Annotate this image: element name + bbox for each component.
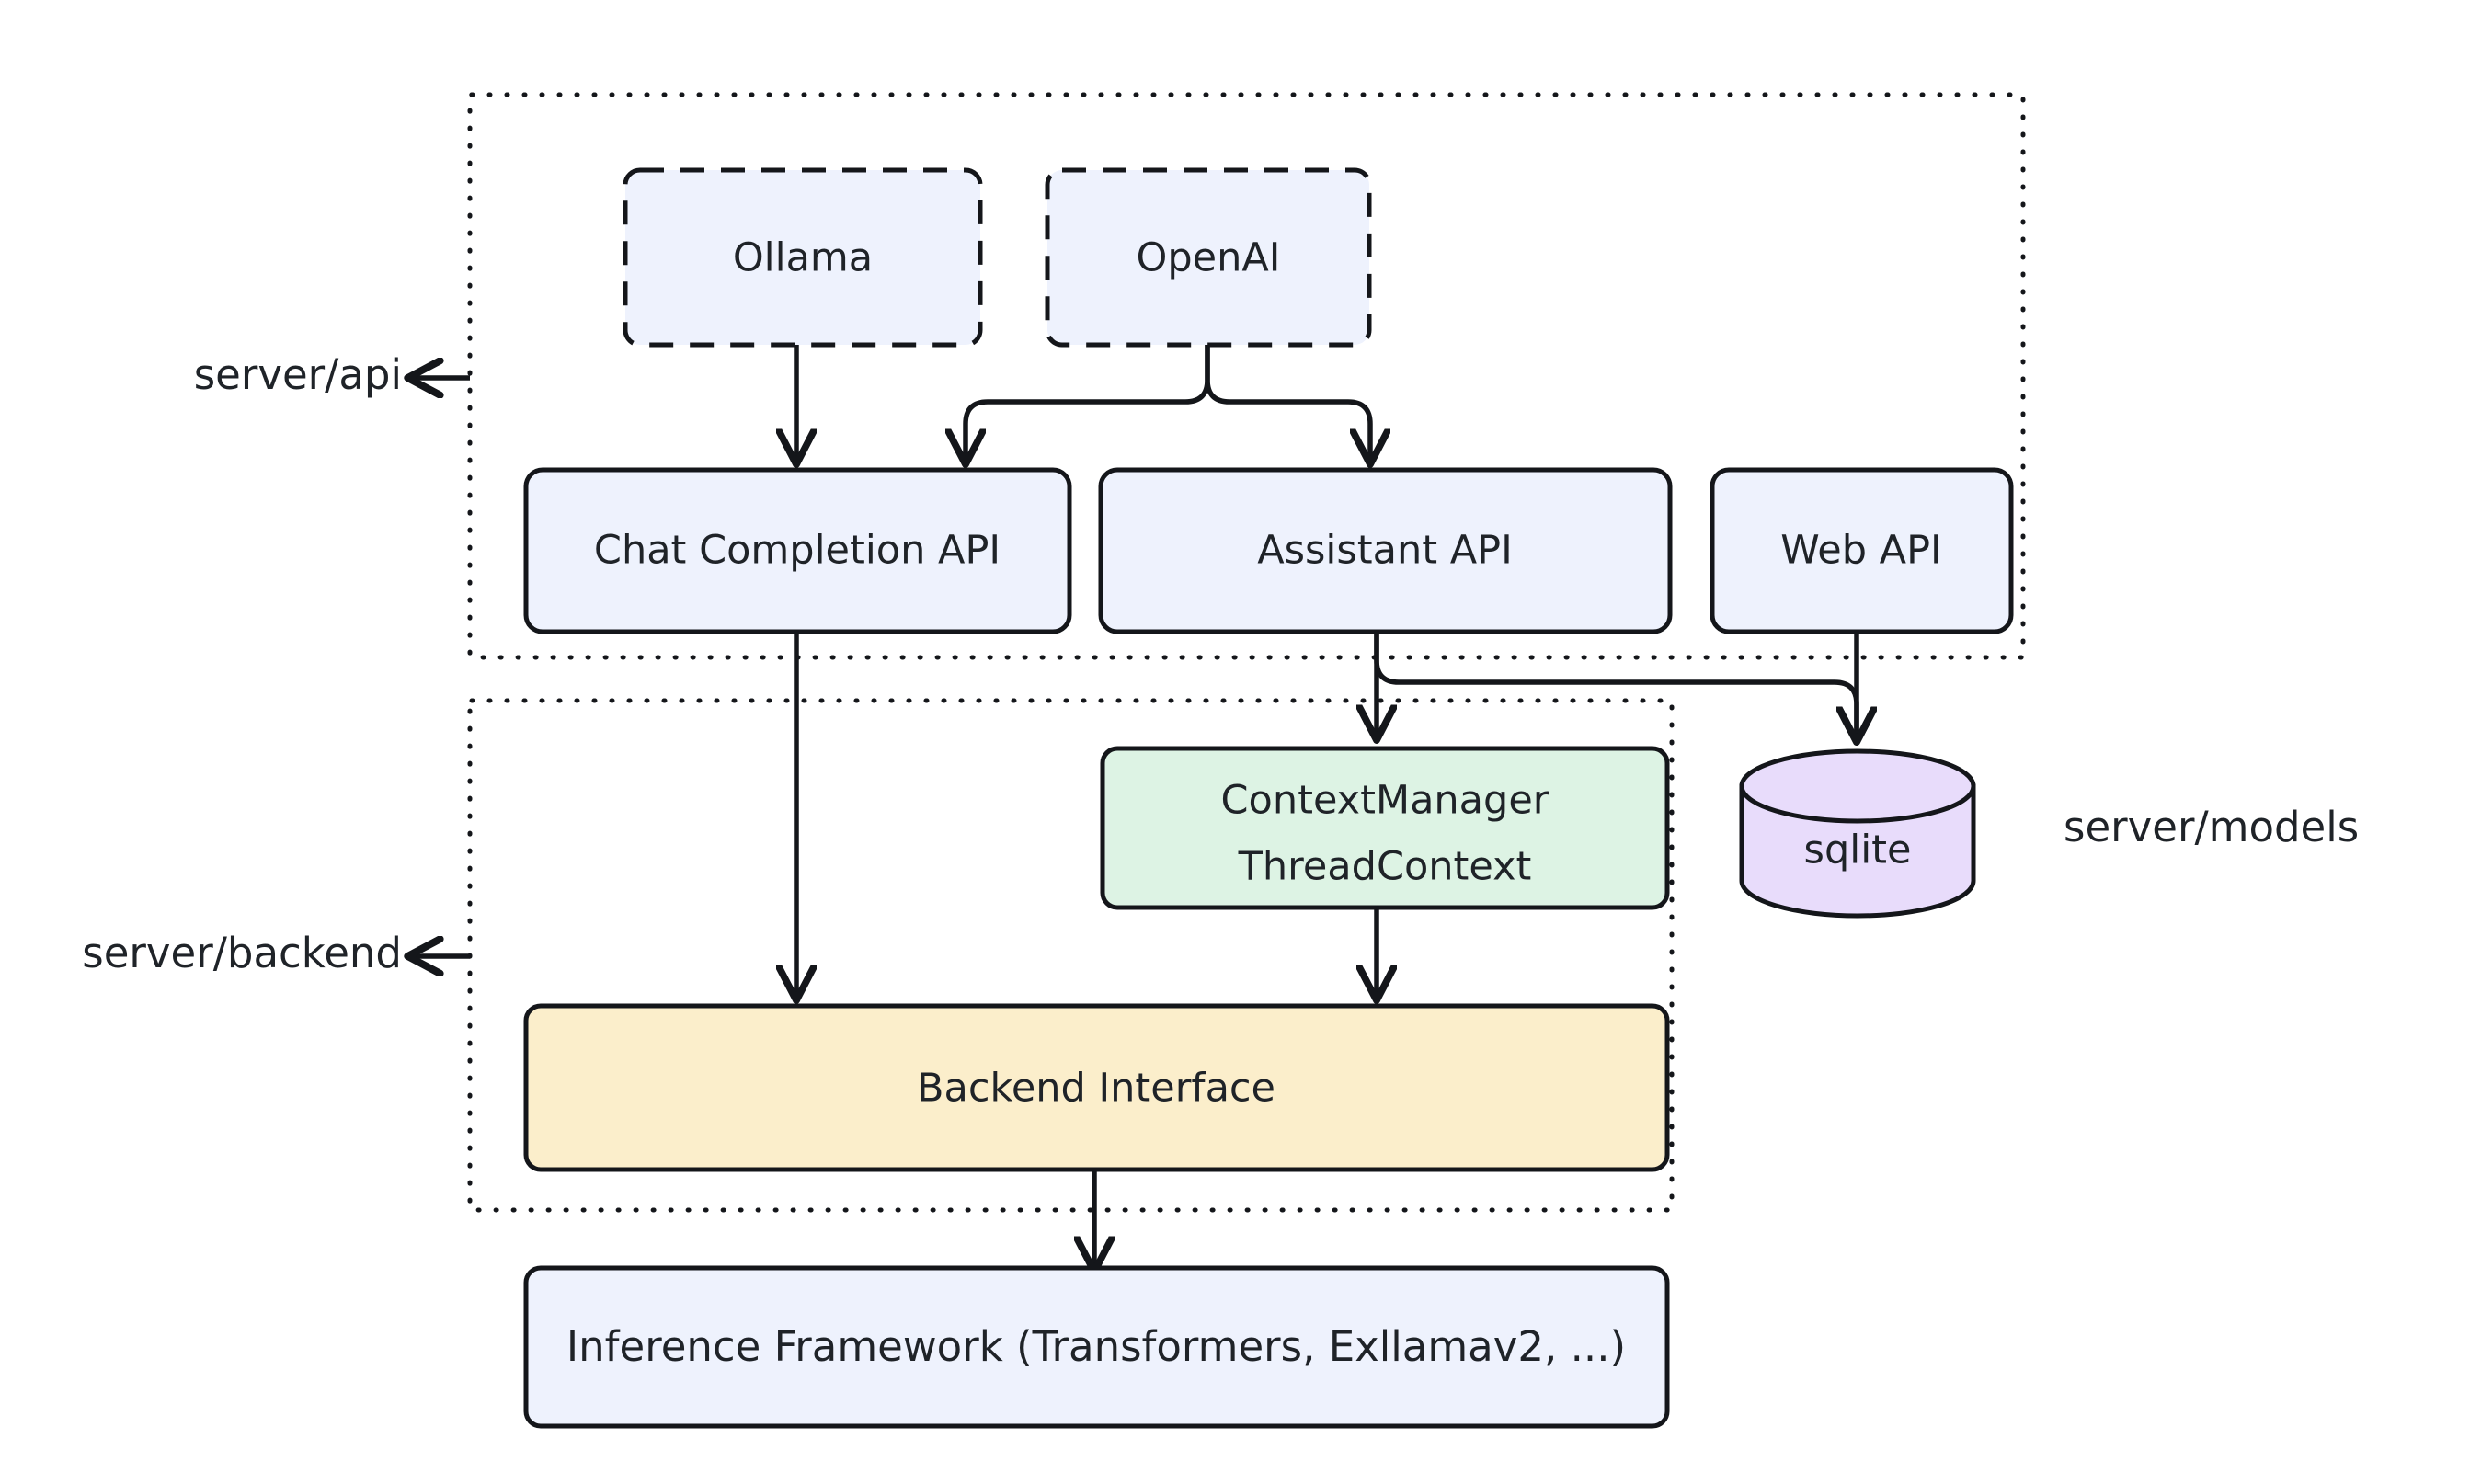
node-sqlite-cylinder-top (1739, 748, 1976, 824)
edge-assistant-api-to-sqlite (1374, 632, 1857, 737)
node-assistant-api-box (1098, 467, 1673, 634)
node-inference-framework[interactable]: Inference Framework (Transformers, Exlla… (523, 1265, 1670, 1429)
node-assistant-api[interactable]: Assistant API (1098, 467, 1673, 634)
node-web-api-label: Web API (1780, 528, 1941, 574)
group-label-server-api: server/api (194, 350, 402, 399)
node-inference-framework-label: Inference Framework (Transformers, Exlla… (566, 1322, 1626, 1371)
node-sqlite[interactable]: sqlite (1739, 748, 1976, 919)
node-ollama[interactable]: Ollama (623, 167, 983, 348)
node-inference-framework-box (523, 1265, 1670, 1429)
node-openai-label: OpenAI (1137, 235, 1281, 281)
node-openai[interactable]: OpenAI (1045, 167, 1372, 348)
node-sqlite-label: sqlite (1804, 828, 1912, 873)
node-assistant-api-label: Assistant API (1257, 528, 1513, 574)
node-context-manager-label-line1: ContextManager (1221, 778, 1549, 824)
node-context-manager[interactable]: ContextManager ThreadContext (1100, 746, 1670, 910)
node-chat-completion-api-box (523, 467, 1072, 634)
node-ollama-label: Ollama (733, 235, 873, 281)
edge-openai-to-chat-api (966, 344, 1210, 460)
edge-openai-to-assistant-api (1205, 344, 1370, 460)
group-label-server-backend: server/backend (82, 929, 402, 977)
node-backend-interface-box (523, 1003, 1670, 1172)
node-openai-box (1045, 167, 1372, 348)
node-chat-completion-api[interactable]: Chat Completion API (523, 467, 1072, 634)
node-context-manager-box (1100, 746, 1670, 910)
node-backend-interface-label: Backend Interface (917, 1066, 1275, 1112)
node-web-api[interactable]: Web API (1710, 467, 2014, 634)
group-label-server-models: server/models (2064, 803, 2359, 851)
node-context-manager-label-line2: ThreadContext (1238, 844, 1532, 890)
node-chat-completion-api-label: Chat Completion API (594, 528, 1001, 574)
node-backend-interface[interactable]: Backend Interface (523, 1003, 1670, 1172)
node-ollama-box (623, 167, 983, 348)
node-web-api-box (1710, 467, 2014, 634)
